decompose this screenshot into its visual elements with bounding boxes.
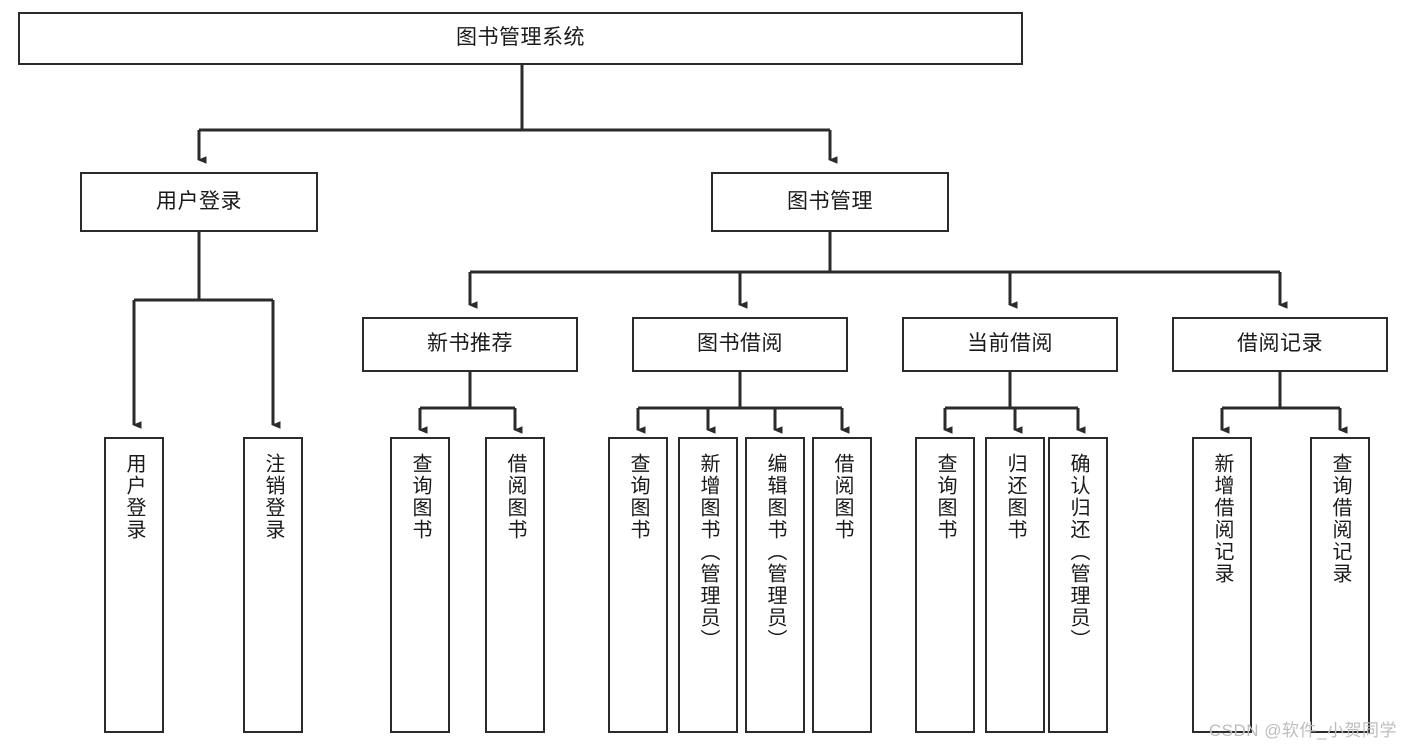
csdn-watermark: CSDN @软件_小贺同学 [1208,721,1397,740]
node-leaf-query-book-1[interactable]: 查询图书 [390,437,450,733]
node-new-book-rec-label: 新书推荐 [427,332,513,356]
node-user-login-label: 用户登录 [156,189,242,213]
node-leaf-borrow-book-1-label: 借阅图书 [504,453,526,541]
node-leaf-add-record-label: 新增借阅记录 [1211,453,1233,585]
node-book-manage[interactable]: 图书管理 [711,172,949,232]
node-leaf-query-record-label: 查询借阅记录 [1329,453,1351,585]
node-leaf-return-book-label: 归还图书 [1004,453,1026,541]
node-leaf-query-book-2[interactable]: 查询图书 [608,437,668,733]
node-book-borrow[interactable]: 图书借阅 [632,317,848,372]
node-leaf-confirm-return-label: 确认归还（管理员） [1067,453,1089,651]
node-borrow-record-label: 借阅记录 [1237,332,1323,356]
node-leaf-return-book[interactable]: 归还图书 [985,437,1045,733]
node-current-borrow-label: 当前借阅 [967,332,1053,356]
node-leaf-query-book-3-label: 查询图书 [934,453,956,541]
node-new-book-rec[interactable]: 新书推荐 [362,317,578,372]
node-leaf-user-logout-label: 注销登录 [262,453,284,541]
node-leaf-query-book-2-label: 查询图书 [627,453,649,541]
node-leaf-confirm-return[interactable]: 确认归还（管理员） [1048,437,1108,733]
node-leaf-user-login[interactable]: 用户登录 [104,437,164,733]
node-leaf-add-record[interactable]: 新增借阅记录 [1192,437,1252,733]
node-leaf-add-book-label: 新增图书（管理员） [697,453,719,651]
node-leaf-edit-book[interactable]: 编辑图书（管理员） [745,437,805,733]
node-leaf-borrow-book-2[interactable]: 借阅图书 [812,437,872,733]
node-leaf-query-book-3[interactable]: 查询图书 [915,437,975,733]
node-leaf-edit-book-label: 编辑图书（管理员） [764,453,786,651]
node-leaf-user-logout[interactable]: 注销登录 [243,437,303,733]
node-leaf-user-login-label: 用户登录 [123,453,145,541]
node-user-login[interactable]: 用户登录 [80,172,318,232]
node-book-borrow-label: 图书借阅 [697,332,783,356]
node-borrow-record[interactable]: 借阅记录 [1172,317,1388,372]
node-root-label: 图书管理系统 [456,26,585,50]
node-root[interactable]: 图书管理系统 [18,12,1023,65]
node-book-manage-label: 图书管理 [787,189,873,213]
node-leaf-query-book-1-label: 查询图书 [409,453,431,541]
node-current-borrow[interactable]: 当前借阅 [902,317,1118,372]
node-leaf-borrow-book-1[interactable]: 借阅图书 [485,437,545,733]
node-leaf-borrow-book-2-label: 借阅图书 [831,453,853,541]
node-leaf-query-record[interactable]: 查询借阅记录 [1310,437,1370,733]
node-leaf-add-book[interactable]: 新增图书（管理员） [678,437,738,733]
